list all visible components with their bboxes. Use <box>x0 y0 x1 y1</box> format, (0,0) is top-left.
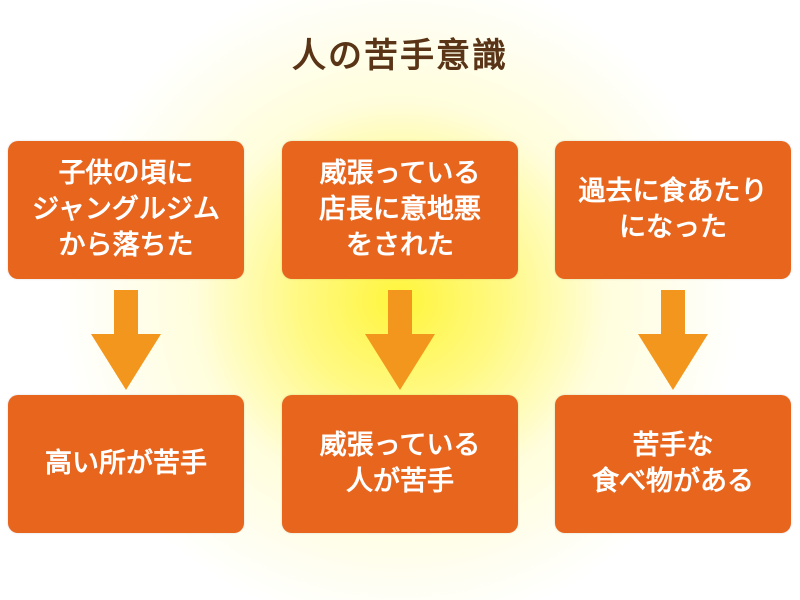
arrow-down-icon <box>365 290 435 390</box>
result-box-3: 苦手な 食べ物がある <box>555 395 791 533</box>
cause-box-1: 子供の頃に ジャングルジム から落ちた <box>8 141 244 279</box>
diagram-title: 人の苦手意識 <box>292 36 508 76</box>
cause-box-2: 威張っている 店長に意地悪 をされた <box>282 141 518 279</box>
cause-box-3: 過去に食あたり になった <box>555 141 791 279</box>
arrow-down-icon <box>638 290 708 390</box>
result-box-1: 高い所が苦手 <box>8 395 244 533</box>
arrow-down-icon <box>91 290 161 390</box>
result-box-2: 威張っている 人が苦手 <box>282 395 518 533</box>
